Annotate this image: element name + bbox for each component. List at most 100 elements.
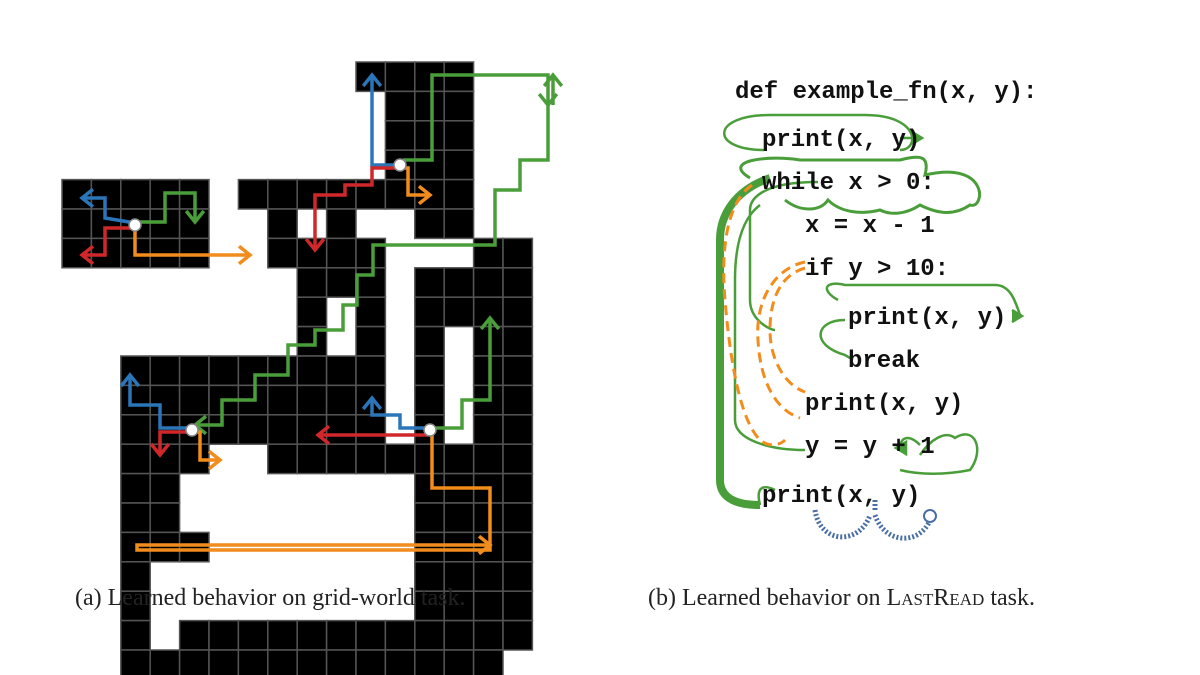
grid-cell (502, 414, 534, 445)
agent-start-marker (423, 423, 437, 437)
agent-paths (79, 72, 564, 556)
blue-end-marker (923, 509, 937, 523)
grid-cell (384, 619, 416, 651)
grid-cell (296, 355, 328, 387)
grid-cell (208, 619, 240, 651)
path-blue-head (361, 395, 383, 411)
grid-cell (178, 649, 210, 675)
path-red-head (79, 244, 95, 266)
grid-cell (384, 61, 416, 93)
grid-cell (384, 90, 416, 122)
grid-cell (178, 384, 210, 416)
grid-cell (414, 649, 445, 675)
grid-cell (355, 325, 387, 357)
path-blue-head (361, 72, 383, 88)
grid-cell (355, 237, 387, 269)
grid-cell (296, 296, 328, 328)
grid-cell (296, 384, 328, 416)
path-green-head (184, 209, 206, 225)
path-blue (370, 398, 430, 430)
path-orange-head (237, 244, 253, 266)
grid-cell (296, 649, 328, 675)
grid-cell (325, 267, 357, 298)
code-line-assign-x: x = x - 1 (805, 213, 935, 240)
grid-cell (149, 502, 181, 534)
grid-cell (149, 237, 181, 269)
grid-cell (237, 619, 269, 651)
grid-cell (355, 296, 387, 328)
path-blue (370, 75, 400, 167)
grid-cell (472, 443, 504, 475)
grid-cell (472, 619, 504, 651)
grid-cell (149, 384, 181, 416)
grid-cell (502, 384, 534, 416)
agent-start-marker (393, 158, 407, 172)
grid-cell (178, 355, 210, 387)
code-line-if: if y > 10: (805, 256, 949, 283)
grid-cell (414, 120, 445, 151)
grid-cell (149, 531, 181, 563)
grid-cell (267, 414, 298, 445)
grid-cell (443, 531, 475, 563)
grid-cell (267, 355, 298, 387)
code-line-while: while x > 0: (762, 170, 935, 197)
grid-cell (414, 355, 445, 387)
code-line-print-3: print(x, y) (805, 391, 963, 418)
grid-cell (502, 325, 534, 357)
grid-cell (120, 649, 151, 675)
grid-cell (502, 590, 534, 622)
grid-cell (296, 443, 328, 475)
grid-cell (149, 649, 181, 675)
grid-cell (472, 590, 504, 622)
path-red (82, 226, 133, 257)
grid-cell (443, 149, 475, 181)
grid-cell (414, 267, 445, 298)
grid-cell (120, 472, 151, 504)
blue-dotted-arrows (812, 500, 933, 541)
code-line-def: def example_fn(x, y): (735, 79, 1037, 106)
grid-cell (325, 208, 357, 240)
grid-cell (502, 619, 534, 651)
grid-cell (267, 237, 298, 269)
grid-cell (472, 649, 504, 675)
grid-cell (237, 414, 269, 445)
grid-cell (502, 472, 534, 504)
grid-cell (120, 178, 151, 210)
path-orange (135, 432, 492, 552)
grid-cell (237, 649, 269, 675)
grid-cell (267, 649, 298, 675)
path-green-head (479, 315, 501, 331)
grid-cell (355, 619, 387, 651)
grid-cell (472, 414, 504, 445)
grid-cell (414, 619, 445, 651)
path-orange-head (477, 534, 493, 556)
grid-cell (384, 120, 416, 151)
path-orange-head (207, 449, 223, 471)
code-line-print-2: print(x, y) (848, 305, 1006, 332)
path-blue (128, 375, 192, 430)
grid-cell (502, 237, 534, 269)
grid-cell (384, 443, 416, 475)
grid-cell (267, 443, 298, 475)
grid-cell (267, 208, 298, 240)
code-line-assign-y: y = y + 1 (805, 434, 935, 461)
grid-cell (267, 619, 298, 651)
grid-cell (472, 237, 504, 269)
path-red-head (304, 237, 326, 253)
grid-cell (149, 472, 181, 504)
path-green (435, 318, 492, 430)
agent-start-marker (128, 218, 142, 232)
grid-cell (443, 649, 475, 675)
grid-cell (414, 296, 445, 328)
grid-cell (296, 267, 328, 298)
code-line-break: break (848, 348, 920, 375)
code-line-print-1: print(x, y) (762, 127, 920, 154)
grid-cell (414, 90, 445, 122)
grid-cell (267, 384, 298, 416)
grid-cell (472, 561, 504, 592)
grid-cell (443, 120, 475, 151)
path-red (158, 430, 190, 455)
grid-cell (502, 355, 534, 387)
grid-cell (384, 649, 416, 675)
grid-cell (414, 443, 445, 475)
